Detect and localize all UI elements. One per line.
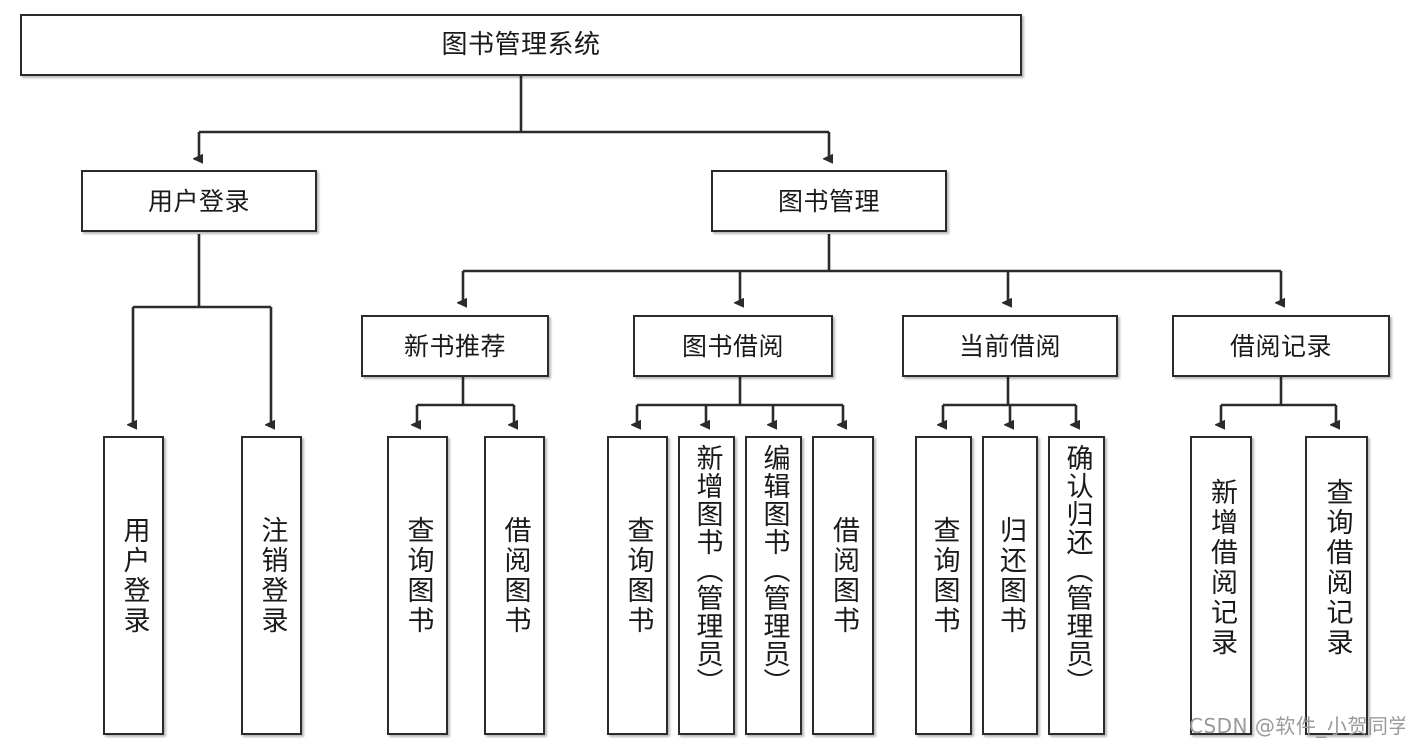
node-label: 查询图书 [402, 516, 434, 636]
node-label: 用户登录 [147, 186, 250, 216]
node-label: 图书借阅 [681, 331, 784, 361]
node-label: 归还图书 [995, 516, 1027, 636]
node-label: 借阅图书 [499, 516, 531, 636]
leaf-query-borrow-record[interactable]: 查询借阅记录 [1305, 436, 1368, 735]
node-label: 查询图书 [622, 516, 654, 636]
leaf-borrow-book-newbook[interactable]: 借阅图书 [484, 436, 545, 735]
leaf-user-login[interactable]: 用户登录 [103, 436, 164, 735]
node-user-login[interactable]: 用户登录 [81, 170, 317, 232]
node-book-borrow[interactable]: 图书借阅 [633, 315, 833, 377]
leaf-edit-book-admin[interactable]: 编辑图书（管理员） [745, 436, 802, 735]
leaf-borrow-book-borrow[interactable]: 借阅图书 [812, 436, 874, 735]
node-label: 编辑图书（管理员） [758, 444, 790, 696]
node-label: 查询图书 [928, 516, 960, 636]
node-label: 当前借阅 [958, 331, 1061, 361]
node-label: 查询借阅记录 [1321, 478, 1353, 658]
leaf-query-book-borrow[interactable]: 查询图书 [607, 436, 668, 735]
node-borrow-record[interactable]: 借阅记录 [1172, 315, 1390, 377]
node-new-book-recommend[interactable]: 新书推荐 [361, 315, 549, 377]
node-current-borrow[interactable]: 当前借阅 [902, 315, 1118, 377]
node-label: 新增图书（管理员） [691, 444, 723, 696]
node-book-management[interactable]: 图书管理 [711, 170, 947, 232]
leaf-return-book[interactable]: 归还图书 [982, 436, 1038, 735]
leaf-logout[interactable]: 注销登录 [241, 436, 302, 735]
leaf-add-borrow-record[interactable]: 新增借阅记录 [1190, 436, 1252, 735]
node-label: 新增借阅记录 [1206, 478, 1238, 658]
leaf-query-book-newbook[interactable]: 查询图书 [387, 436, 448, 735]
leaf-confirm-return-admin[interactable]: 确认归还（管理员） [1048, 436, 1105, 735]
leaf-query-book-current[interactable]: 查询图书 [915, 436, 972, 735]
node-label: 新书推荐 [403, 331, 506, 361]
node-label: 用户登录 [118, 516, 150, 636]
node-label: 图书管理 [777, 186, 880, 216]
node-root-system[interactable]: 图书管理系统 [20, 14, 1022, 76]
node-label: 图书管理系统 [441, 29, 601, 60]
node-label: 注销登录 [256, 516, 288, 636]
node-label: 借阅图书 [828, 516, 860, 636]
csdn-watermark: CSDN @软件_小贺同学 [1189, 714, 1405, 738]
node-label: 确认归还（管理员） [1061, 444, 1093, 696]
node-label: 借阅记录 [1229, 331, 1332, 361]
leaf-add-book-admin[interactable]: 新增图书（管理员） [678, 436, 735, 735]
